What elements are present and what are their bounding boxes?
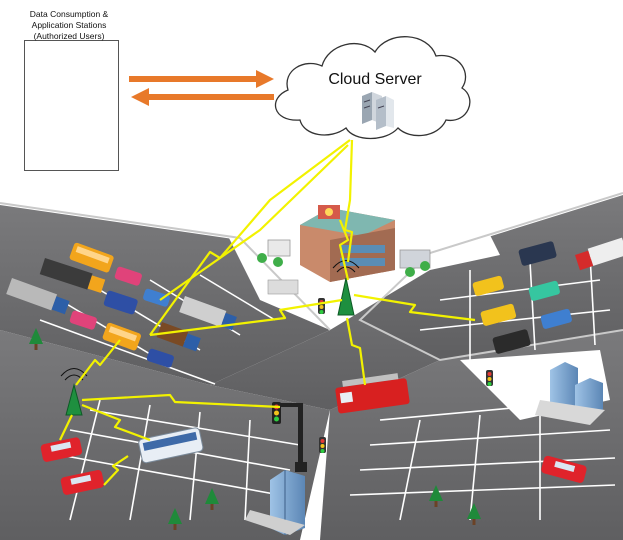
car — [528, 280, 560, 301]
office-tower-bottom — [245, 470, 305, 535]
download-arrow — [131, 88, 274, 106]
car — [146, 348, 174, 368]
car — [60, 470, 105, 495]
city-bus — [138, 427, 204, 464]
cloud-shape — [274, 36, 471, 140]
link-tower-to-firetruck — [345, 317, 367, 386]
car — [69, 310, 97, 330]
truck — [156, 322, 201, 352]
upload-arrow — [129, 70, 274, 88]
link-left-tower-up — [75, 339, 121, 386]
link-tower-to-bus — [149, 298, 343, 337]
link-left-tower-to-light — [81, 393, 281, 409]
data-arrows — [129, 70, 274, 106]
taxi — [480, 303, 517, 326]
car — [541, 455, 587, 483]
office-tower-right — [535, 362, 605, 425]
wireless-links — [59, 139, 476, 486]
orange-bus — [102, 322, 141, 351]
car — [540, 308, 572, 329]
stations-caption-line3: (Authorized Users) — [33, 31, 105, 41]
stations-panel — [24, 40, 119, 171]
truck — [39, 258, 106, 293]
truck — [575, 237, 623, 271]
server-rack-icon — [362, 92, 394, 130]
stations-caption-line2: Application Stations — [31, 20, 107, 30]
car — [143, 288, 170, 307]
fire-truck — [335, 373, 410, 414]
link-cloud-to-car — [159, 144, 349, 301]
link-tower-to-building — [338, 219, 350, 281]
trees — [29, 328, 481, 530]
link-left-tower-to-car — [59, 414, 73, 441]
traffic-light-small — [318, 298, 493, 453]
taxi — [472, 275, 504, 296]
vehicles — [6, 237, 623, 495]
car — [40, 437, 83, 462]
link-left-tower-to-bus — [81, 403, 151, 442]
orange-bus — [69, 242, 114, 273]
car — [114, 266, 142, 286]
van — [492, 329, 531, 354]
link-car-to-bus — [103, 455, 129, 486]
truck — [6, 278, 70, 315]
van — [518, 241, 557, 266]
cloud-server — [274, 36, 471, 140]
van — [103, 290, 138, 315]
curb-line — [0, 202, 331, 331]
link-tower-to-taxi — [353, 293, 476, 322]
smart-building — [257, 205, 431, 295]
stations-caption: Data Consumption & Application Stations … — [6, 9, 132, 42]
cloud-server-label: Cloud Server — [328, 71, 422, 88]
stations-caption-line1: Data Consumption & — [29, 9, 109, 19]
